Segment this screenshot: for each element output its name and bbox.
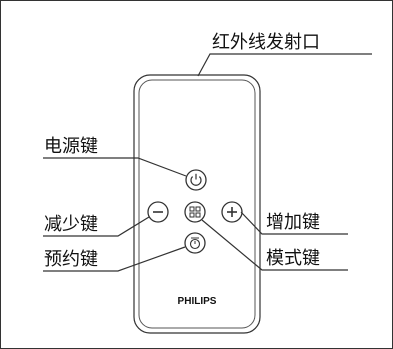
increase-button[interactable] (221, 201, 243, 223)
ir-port-leader (197, 53, 372, 77)
timer-key-leader (43, 246, 186, 272)
decrease-button[interactable] (147, 201, 169, 223)
mode-icon (189, 206, 201, 218)
timer-icon (189, 237, 201, 250)
timer-button[interactable] (184, 232, 206, 254)
decrease-key-label: 减少键 (44, 214, 98, 235)
power-icon (190, 173, 202, 186)
mode-key-label: 模式键 (266, 248, 320, 269)
increase-key-leader (240, 211, 348, 235)
power-button[interactable] (185, 169, 207, 191)
increase-key-label: 增加键 (266, 212, 320, 233)
mode-key-leader (201, 219, 348, 271)
ir-port-label: 红外线发射口 (212, 32, 320, 53)
timer-key-label: 预约键 (44, 249, 98, 270)
mode-button[interactable] (184, 201, 206, 223)
decrease-key-leader (43, 216, 150, 237)
power-key-label: 电源键 (44, 136, 98, 157)
remote-body-inner (138, 79, 256, 329)
plus-icon (227, 207, 237, 217)
power-key-leader (43, 157, 187, 177)
brand-logo: PHILIPS (178, 296, 217, 307)
remote-body-outer (133, 74, 261, 334)
